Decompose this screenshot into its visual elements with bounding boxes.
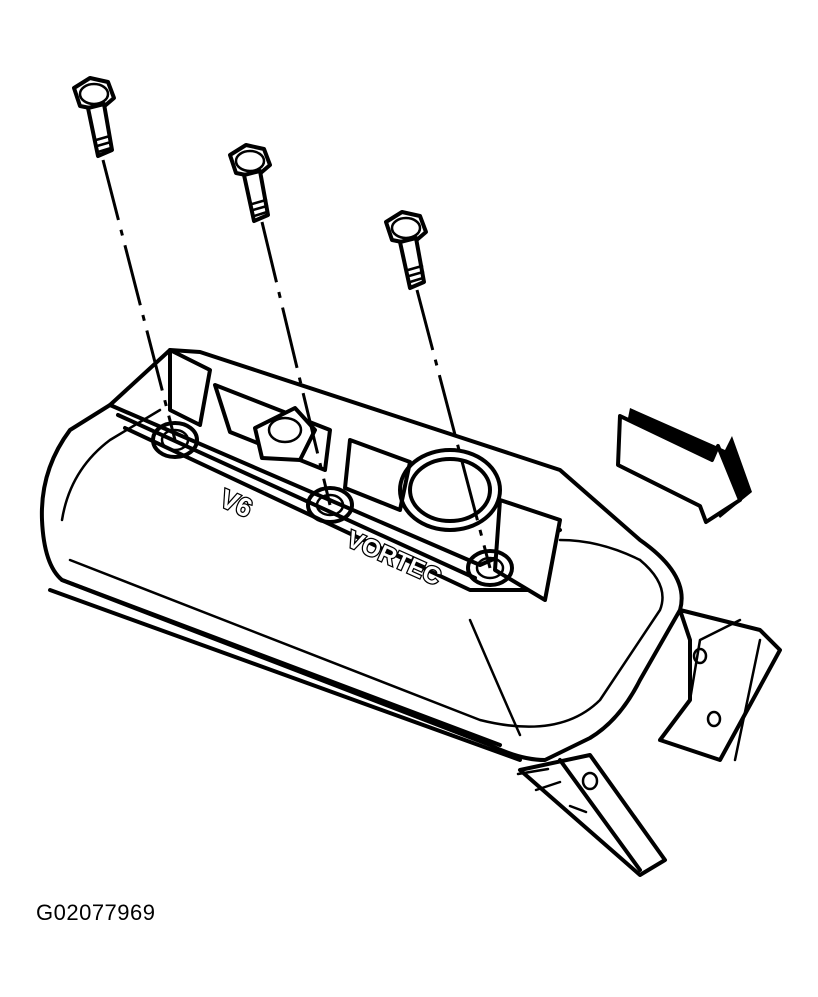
figure-id-label: G02077969: [36, 900, 156, 925]
bolt-middle: [228, 143, 332, 506]
valve-cover: V6 VORTEC: [39, 348, 684, 762]
bolt-right: [384, 210, 492, 569]
bolt-left: [72, 76, 177, 441]
engine-bracket: [516, 608, 782, 877]
front-direction-arrow-icon: [616, 408, 752, 524]
